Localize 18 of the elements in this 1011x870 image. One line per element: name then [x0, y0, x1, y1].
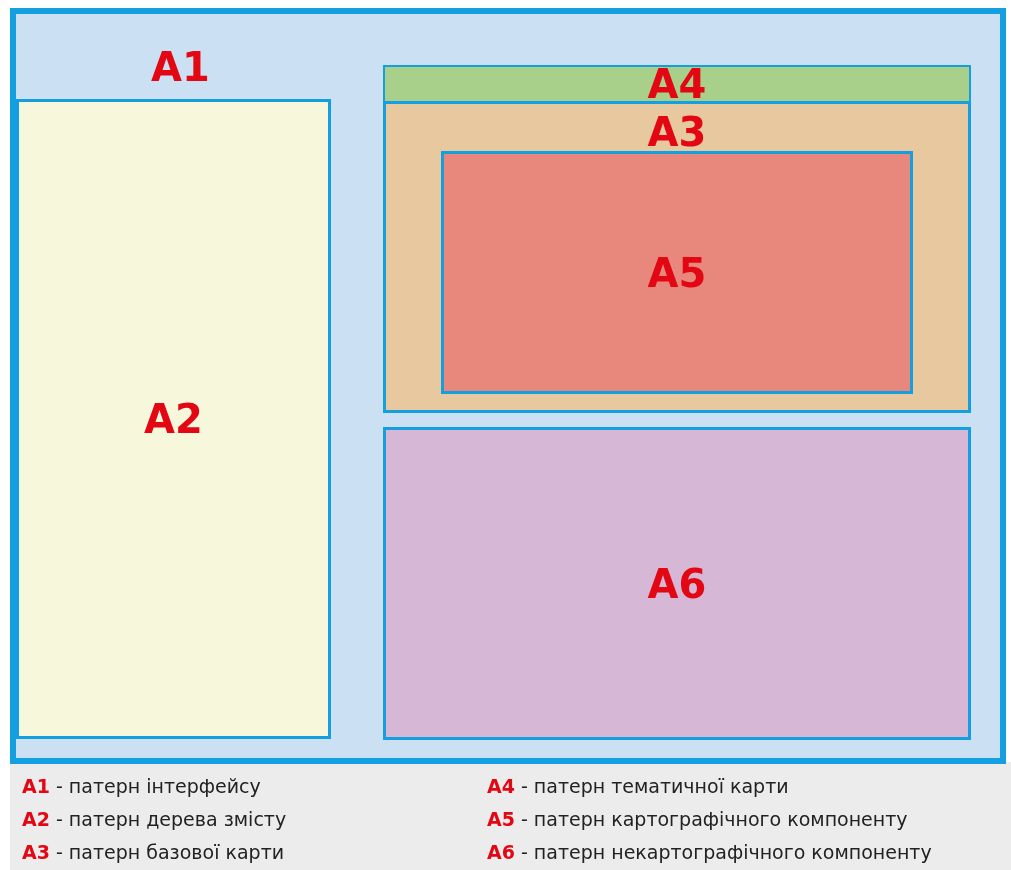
panel: [383, 65, 971, 103]
panel: [441, 151, 913, 394]
panel-label: A1: [151, 47, 210, 87]
panel-label: A6: [646, 563, 708, 604]
legend-entry: A3 - патерн базової карти: [22, 843, 285, 862]
legend-entry: A2 - патерн дерева змісту: [22, 810, 287, 829]
panel-label: A4: [646, 64, 708, 104]
panel-label: A3: [646, 112, 708, 152]
panel: [383, 101, 971, 413]
panel-label: A5: [646, 252, 708, 293]
legend-entry: A6 - патерн некартографічного компоненту: [487, 843, 932, 862]
panel-label: A2: [143, 399, 204, 439]
legend-entry: A1 - патерн інтерфейсу: [22, 777, 261, 796]
interface-panel: [10, 8, 1006, 764]
legend-entry: A4 - патерн тематичної карти: [487, 777, 789, 796]
legend-entry: A5 - патерн картографічного компоненту: [487, 810, 908, 829]
panel: [383, 427, 971, 740]
panel: [16, 99, 331, 739]
